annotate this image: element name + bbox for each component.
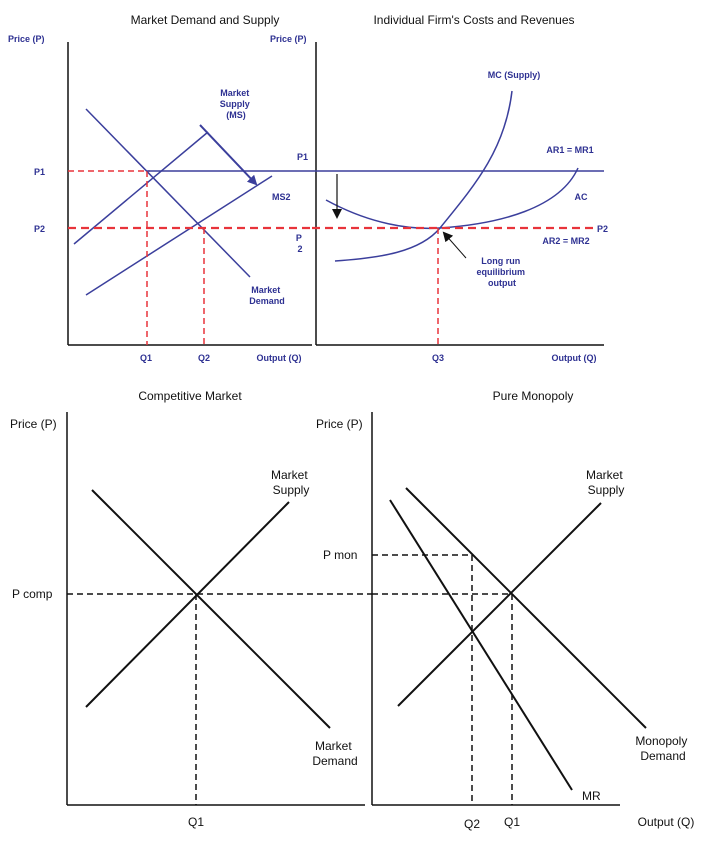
competitive-supply-line: [85, 501, 290, 708]
p2-split-label: P 2: [296, 233, 304, 254]
q2-label-br: Q2: [464, 817, 480, 831]
ar2-mr2-label: AR2 = MR2: [542, 236, 589, 246]
p1-label-tl: P1: [34, 167, 45, 177]
market-supply-label: Market Supply (MS): [220, 88, 253, 120]
pmon-label: P mon: [323, 548, 357, 562]
market-supply-2-line: [85, 175, 273, 296]
market-supply-line: [73, 131, 209, 245]
x-axis-label-tr: Output (Q): [552, 353, 597, 363]
long-run-pointer-arrow: [442, 231, 467, 259]
q1-label-bl: Q1: [188, 815, 204, 829]
competitive-demand-label: Market Demand: [312, 739, 357, 768]
panel-market-demand-supply: Market Demand and Supply Price (P) P1 P2…: [8, 13, 312, 363]
title-competitive-market: Competitive Market: [138, 389, 242, 403]
market-demand-label-tl: Market Demand: [249, 285, 285, 306]
monopoly-demand-line: [405, 487, 647, 729]
title-individual-firm: Individual Firm's Costs and Revenues: [373, 13, 574, 27]
ar1-mr1-label: AR1 = MR1: [546, 145, 593, 155]
mr-label: MR: [582, 789, 601, 803]
title-pure-monopoly: Pure Monopoly: [493, 389, 574, 403]
competitive-demand-line: [91, 489, 331, 729]
market-demand-line: [85, 108, 251, 278]
ac-curve: [325, 167, 579, 230]
p2-label-tl: P2: [34, 224, 45, 234]
panel-pure-monopoly: Pure Monopoly Price (P) P mon Market Sup…: [316, 389, 694, 831]
y-axis-label-tl: Price (P): [8, 34, 45, 44]
y-axis-label-tr: Price (P): [270, 34, 307, 44]
y-axis-label-br: Price (P): [316, 417, 363, 431]
q1-label-tl: Q1: [140, 353, 152, 363]
monopoly-demand-label: Monopoly Demand: [635, 734, 690, 763]
supply-shift-arrow: [199, 124, 258, 186]
competitive-supply-label: Market Supply: [271, 468, 311, 497]
pcomp-label: P comp: [12, 587, 53, 601]
p1-label-tr: P1: [297, 152, 308, 162]
x-axis-label-br: Output (Q): [638, 815, 695, 829]
q3-label: Q3: [432, 353, 444, 363]
title-market-demand-supply: Market Demand and Supply: [131, 13, 280, 27]
monopoly-supply-label: Market Supply: [586, 468, 626, 497]
q1-label-br: Q1: [504, 815, 520, 829]
y-axis-label-bl: Price (P): [10, 417, 57, 431]
ac-label: AC: [575, 192, 588, 202]
long-run-label: Long run equilibrium output: [476, 256, 527, 288]
x-axis-label-tl: Output (Q): [257, 353, 302, 363]
p2-label-tr: P2: [597, 224, 608, 234]
q2-label-tl: Q2: [198, 353, 210, 363]
panel-individual-firm: Individual Firm's Costs and Revenues Pri…: [147, 13, 608, 363]
monopoly-supply-line: [397, 502, 602, 707]
panel-competitive-market: Competitive Market Price (P) P comp Mark…: [10, 389, 372, 829]
mc-label: MC (Supply): [488, 70, 541, 80]
mc-curve: [334, 90, 513, 262]
mr-line: [389, 499, 573, 791]
ms2-label: MS2: [272, 192, 291, 202]
